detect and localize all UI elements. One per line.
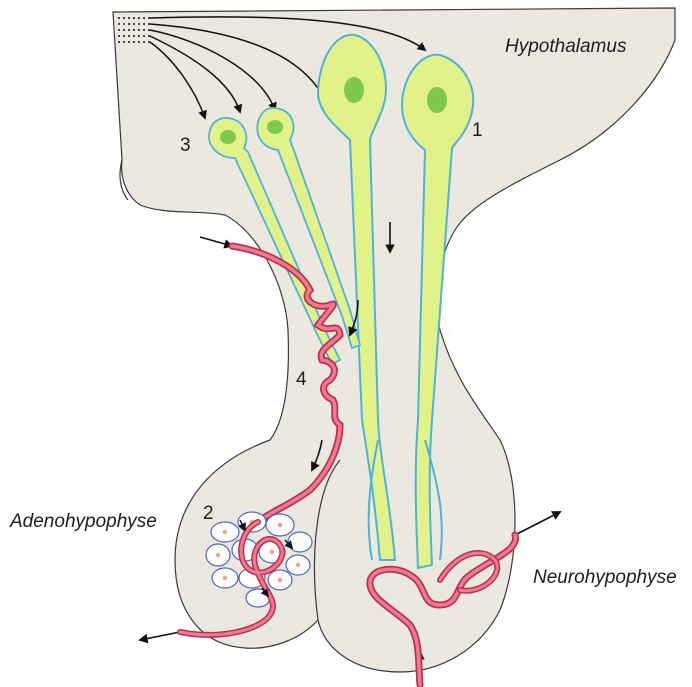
nucleus	[344, 77, 364, 103]
label-3: 3	[180, 135, 191, 156]
label-1: 1	[472, 120, 483, 141]
label-adenohypophyse: Adenohypophyse	[9, 511, 157, 532]
label-4: 4	[296, 369, 307, 390]
label-neurohypophyse: Neurohypophyse	[533, 567, 677, 588]
nucleus	[427, 87, 447, 113]
label-hypothalamus: Hypothalamus	[505, 36, 627, 57]
nucleus	[267, 120, 283, 134]
nucleus	[220, 130, 236, 144]
label-2: 2	[203, 503, 214, 524]
